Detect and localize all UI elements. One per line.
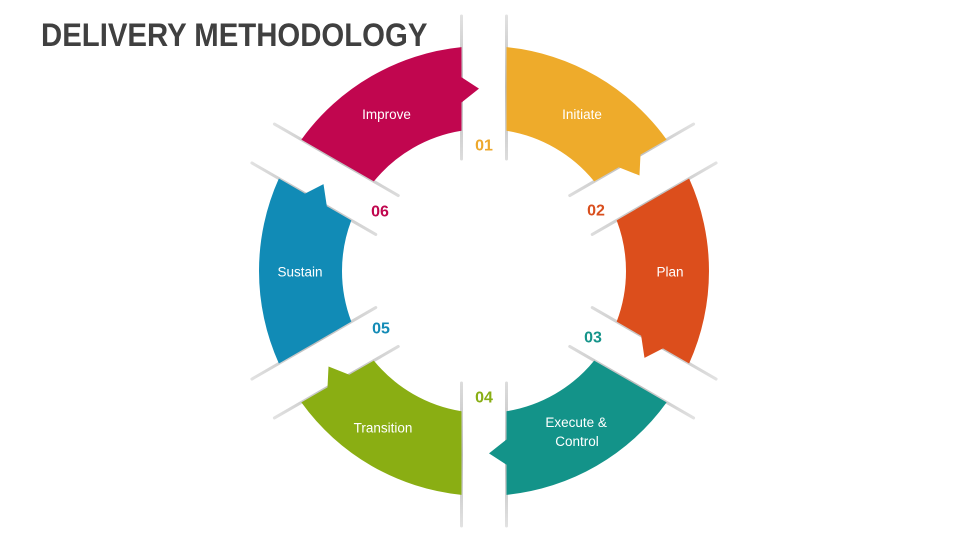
segment-transition (301, 360, 462, 495)
step-number-02: 02 (587, 203, 605, 220)
segment-initiate (506, 47, 667, 182)
segment-label-line-1: Execute & (545, 415, 607, 430)
step-numbers: 01 02 03 04 05 06 (371, 138, 605, 407)
step-number-05: 05 (372, 321, 390, 338)
segment-label-initiate: Initiate (562, 107, 602, 122)
page-title: DELIVERY METHODOLOGY (41, 17, 428, 53)
segment-label-transition: Transition (354, 421, 413, 436)
step-number-04: 04 (475, 390, 493, 407)
segment-improve (301, 47, 479, 182)
segment-label-sustain: Sustain (277, 265, 322, 280)
segment-label-line-2: Control (555, 434, 599, 449)
step-number-06: 06 (371, 204, 389, 221)
ring-segments (259, 47, 709, 495)
segment-label-plan: Plan (656, 265, 683, 280)
segment-label-improve: Improve (362, 107, 411, 122)
segment-plan (616, 178, 709, 364)
segment-sustain (259, 178, 352, 364)
segment-label-execute-control: Execute & Control (545, 415, 610, 449)
segment-execute-control (489, 360, 667, 495)
step-number-03: 03 (584, 330, 602, 347)
step-number-01: 01 (475, 138, 493, 155)
segment-labels: Initiate Plan Execute & Control Transiti… (277, 107, 683, 449)
